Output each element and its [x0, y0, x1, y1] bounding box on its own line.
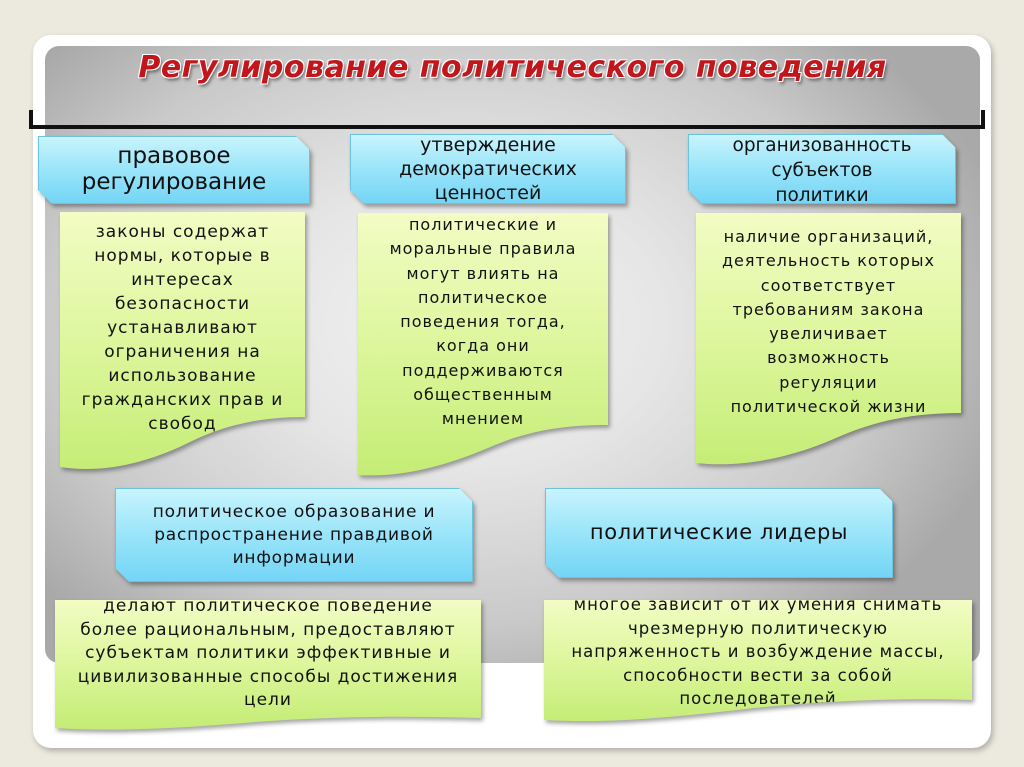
legal-regulation-body-text: законы содержат нормы, которые в интерес…	[81, 222, 284, 434]
subjects-organization-header-card: организованность субъектов политики	[688, 134, 956, 204]
political-leaders-header-text: политические лидеры	[589, 520, 849, 545]
legal-regulation-header-card: правовое регулирование	[38, 136, 310, 204]
democratic-values-header-card: утверждение демократических ценностей	[350, 134, 626, 204]
democratic-values-body-card: политические и моральные правила могут в…	[358, 213, 608, 478]
legal-regulation-header-text: правовое регулирование	[81, 143, 267, 195]
political-education-header-text: политическое образование и распространен…	[152, 501, 436, 568]
political-leaders-header-card: политические лидеры	[545, 488, 893, 578]
subjects-organization-header-text: организованность субъектов политики	[732, 135, 912, 204]
legal-regulation-body-card: законы содержат нормы, которые в интерес…	[60, 212, 305, 480]
democratic-values-body-text: политические и моральные правила могут в…	[389, 215, 577, 429]
political-education-body-card: делают политическое поведение более раци…	[55, 600, 481, 730]
subjects-organization-body-card: наличие организаций, деятельность которы…	[696, 213, 961, 473]
democratic-values-header-text: утверждение демократических ценностей	[399, 134, 577, 204]
title-bracket-divider	[29, 110, 985, 129]
subjects-organization-body-text: наличие организаций, деятельность которы…	[721, 227, 936, 417]
political-education-body-text: делают политическое поведение более раци…	[77, 600, 459, 710]
political-education-header-card: политическое образование и распространен…	[115, 488, 473, 582]
slide-title: Регулирование политического поведения	[138, 50, 887, 85]
political-leaders-body-text: многое зависит от их умения снимать чрез…	[571, 600, 945, 708]
political-leaders-body-card: многое зависит от их умения снимать чрез…	[544, 600, 972, 725]
